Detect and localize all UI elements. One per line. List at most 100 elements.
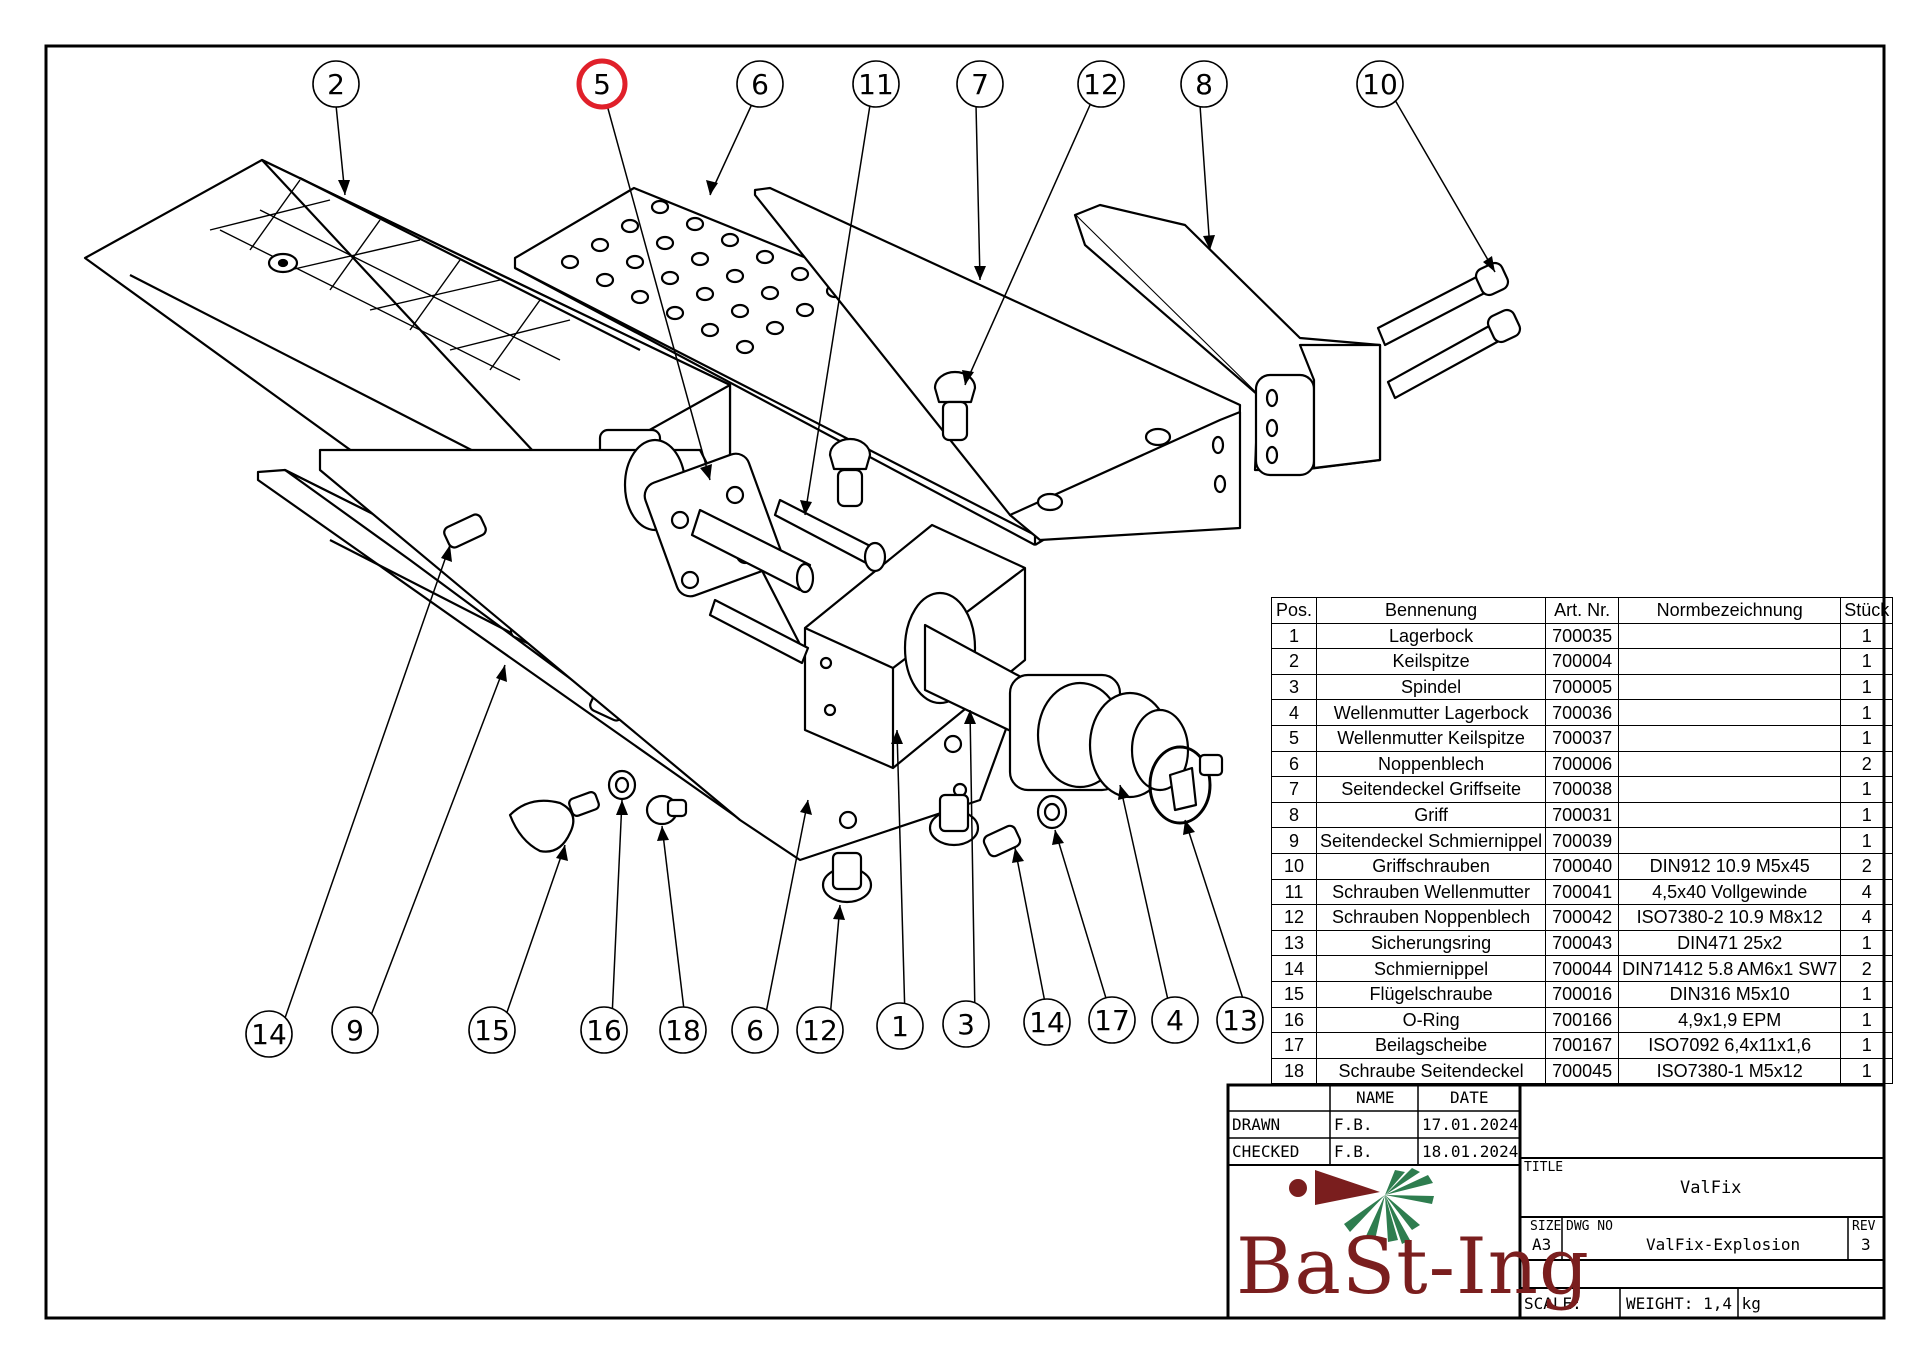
bom-cell-art-nr: 700036 bbox=[1545, 699, 1620, 726]
balloon-14r-circle bbox=[1023, 998, 1071, 1046]
balloon-6t-label: 6 bbox=[751, 68, 769, 101]
bom-cell-normbezeichnung bbox=[1618, 827, 1842, 854]
balloon-6b-label: 6 bbox=[746, 1014, 764, 1047]
bom-cell-bennenung: Schmiernippel bbox=[1315, 955, 1547, 982]
tb-checked-date: 18.01.2024 bbox=[1422, 1142, 1519, 1161]
bom-cell-art-nr: 700045 bbox=[1545, 1057, 1620, 1085]
tb-scale-label: SCALE: bbox=[1524, 1294, 1582, 1313]
bom-cell-pos: 18 bbox=[1271, 1057, 1317, 1085]
tb-checked-name: F.B. bbox=[1334, 1142, 1373, 1161]
bom-cell-bennenung: Schrauben Noppenblech bbox=[1315, 904, 1547, 931]
part-sicherungsring bbox=[1148, 745, 1224, 825]
bom-cell-normbezeichnung: 4,5x40 Vollgewinde bbox=[1618, 878, 1842, 906]
balloon-9-circle bbox=[331, 1006, 379, 1054]
bom-cell-art-nr: 700031 bbox=[1545, 801, 1620, 829]
bom-cell-bennenung: Sicherungsring bbox=[1315, 929, 1547, 957]
balloon-15-label: 15 bbox=[474, 1014, 510, 1047]
part-wellenmutter-lagerbock bbox=[1008, 673, 1190, 799]
bom-cell-pos: 11 bbox=[1271, 878, 1317, 906]
balloon-8-circle bbox=[1180, 60, 1228, 108]
tb-drawn-name: F.B. bbox=[1334, 1115, 1373, 1134]
bom-cell-stueck: 1 bbox=[1840, 980, 1894, 1008]
balloon-12b-circle bbox=[796, 1006, 844, 1054]
tb-rev-value: 3 bbox=[1861, 1235, 1871, 1254]
bom-cell-stueck: 1 bbox=[1840, 1032, 1894, 1059]
bom-cell-normbezeichnung bbox=[1618, 673, 1842, 701]
bom-cell-art-nr: 700016 bbox=[1545, 980, 1620, 1008]
bom-cell-art-nr: 700035 bbox=[1545, 622, 1620, 650]
bom-cell-normbezeichnung: ISO7092 6,4x11x1,6 bbox=[1618, 1032, 1842, 1059]
tb-drawn-date: 17.01.2024 bbox=[1422, 1115, 1519, 1134]
balloon-18-circle bbox=[659, 1006, 707, 1054]
bom-cell-pos: 8 bbox=[1271, 801, 1317, 829]
tb-weight-label: WEIGHT: 1,4 kg bbox=[1626, 1294, 1761, 1313]
bom-cell-stueck: 1 bbox=[1840, 699, 1894, 726]
balloon-4-label: 4 bbox=[1166, 1004, 1184, 1037]
part-schmiernippel bbox=[443, 513, 1022, 858]
bom-cell-stueck: 1 bbox=[1840, 827, 1894, 854]
balloon-10-circle bbox=[1356, 60, 1404, 108]
balloon-1-label: 1 bbox=[891, 1010, 909, 1043]
bom-cell-pos: 12 bbox=[1271, 904, 1317, 931]
bom-cell-bennenung: Flügelschraube bbox=[1315, 980, 1547, 1008]
leader-lines bbox=[284, 99, 1496, 1019]
balloon-12t-label: 12 bbox=[1083, 68, 1119, 101]
bom-cell-normbezeichnung bbox=[1618, 750, 1842, 778]
bom-cell-stueck: 4 bbox=[1840, 904, 1894, 931]
parts-group bbox=[83, 158, 1522, 904]
bom-cell-bennenung: Wellenmutter Keilspitze bbox=[1315, 724, 1547, 752]
bom-header-row: Pos. Bennenung Art. Nr. Normbezeichnung … bbox=[1271, 597, 1894, 624]
bom-header-art-nr: Art. Nr. bbox=[1545, 597, 1620, 624]
balloon-11-label: 11 bbox=[858, 68, 894, 101]
bom-cell-pos: 9 bbox=[1271, 827, 1317, 854]
balloon-2-circle bbox=[312, 60, 360, 108]
part-seitendeckel-griffseite bbox=[753, 186, 1242, 542]
bom-cell-pos: 14 bbox=[1271, 955, 1317, 982]
bom-cell-bennenung: Wellenmutter Lagerbock bbox=[1315, 699, 1547, 726]
bom-cell-normbezeichnung bbox=[1618, 622, 1842, 650]
balloon-3-label: 3 bbox=[957, 1008, 975, 1041]
bom-cell-bennenung: Lagerbock bbox=[1315, 622, 1547, 650]
balloon-2-label: 2 bbox=[327, 68, 345, 101]
leader-arrows bbox=[338, 180, 1495, 920]
bom-cell-art-nr: 700037 bbox=[1545, 724, 1620, 752]
balloon-16-label: 16 bbox=[586, 1014, 622, 1047]
balloon-6b-circle bbox=[731, 1006, 779, 1054]
bom-cell-bennenung: Keilspitze bbox=[1315, 648, 1547, 675]
bom-cell-bennenung: O-Ring bbox=[1315, 1006, 1547, 1034]
bom-header-stueck: Stück bbox=[1840, 597, 1894, 624]
bom-cell-bennenung: Schraube Seitendeckel bbox=[1315, 1057, 1547, 1085]
balloon-1-circle bbox=[876, 1002, 924, 1050]
bom-cell-bennenung: Seitendeckel Schmiernippel bbox=[1315, 827, 1547, 854]
bom-cell-normbezeichnung bbox=[1618, 699, 1842, 726]
bom-cell-art-nr: 700006 bbox=[1545, 750, 1620, 778]
bom-cell-pos: 6 bbox=[1271, 750, 1317, 778]
bom-cell-stueck: 1 bbox=[1840, 1006, 1894, 1034]
bom-cell-art-nr: 700004 bbox=[1545, 648, 1620, 675]
bom-cell-normbezeichnung bbox=[1618, 724, 1842, 752]
balloon-17-circle bbox=[1088, 996, 1136, 1044]
part-schrauben-noppenblech bbox=[821, 370, 980, 904]
bom-cell-normbezeichnung: DIN71412 5.8 AM6x1 SW7 bbox=[1618, 955, 1842, 982]
balloon-18-label: 18 bbox=[665, 1014, 701, 1047]
tb-dwg-label: DWG NO bbox=[1566, 1219, 1613, 1234]
tb-title-label: TITLE bbox=[1524, 1160, 1564, 1175]
bom-cell-bennenung: Seitendeckel Griffseite bbox=[1315, 776, 1547, 803]
balloon-13-circle bbox=[1216, 996, 1264, 1044]
bom-cell-normbezeichnung bbox=[1618, 776, 1842, 803]
bom-cell-normbezeichnung: DIN471 25x2 bbox=[1618, 929, 1842, 957]
tb-title-value: ValFix bbox=[1680, 1178, 1742, 1198]
tb-drawn-label: DRAWN bbox=[1232, 1115, 1281, 1134]
bom-cell-pos: 15 bbox=[1271, 980, 1317, 1008]
logo-dot bbox=[1289, 1179, 1307, 1197]
